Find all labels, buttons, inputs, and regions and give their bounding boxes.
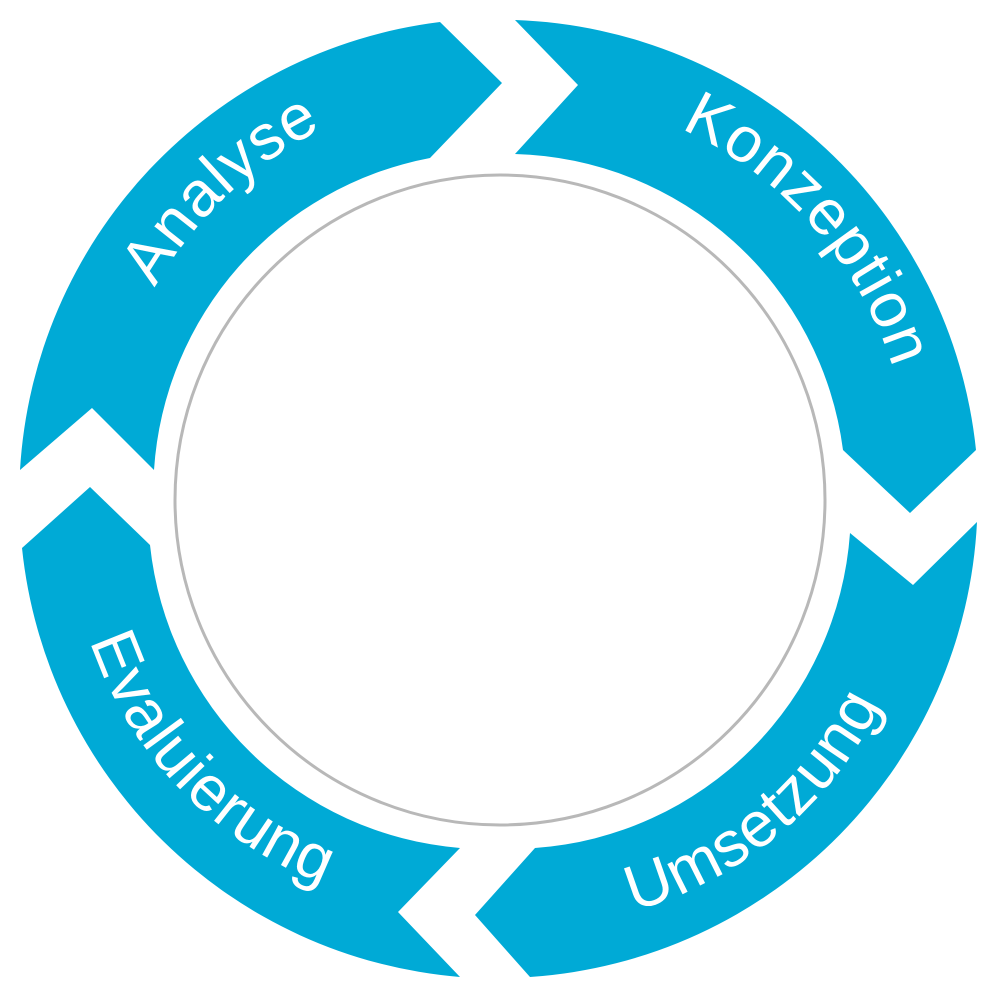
segment-konzeption: [515, 20, 976, 513]
segment-umsetzung: [475, 522, 977, 977]
segment-analyse: [20, 22, 502, 470]
segments-group: [20, 20, 977, 977]
segment-evaluierung: [22, 487, 460, 977]
inner-circle: [173, 173, 827, 827]
